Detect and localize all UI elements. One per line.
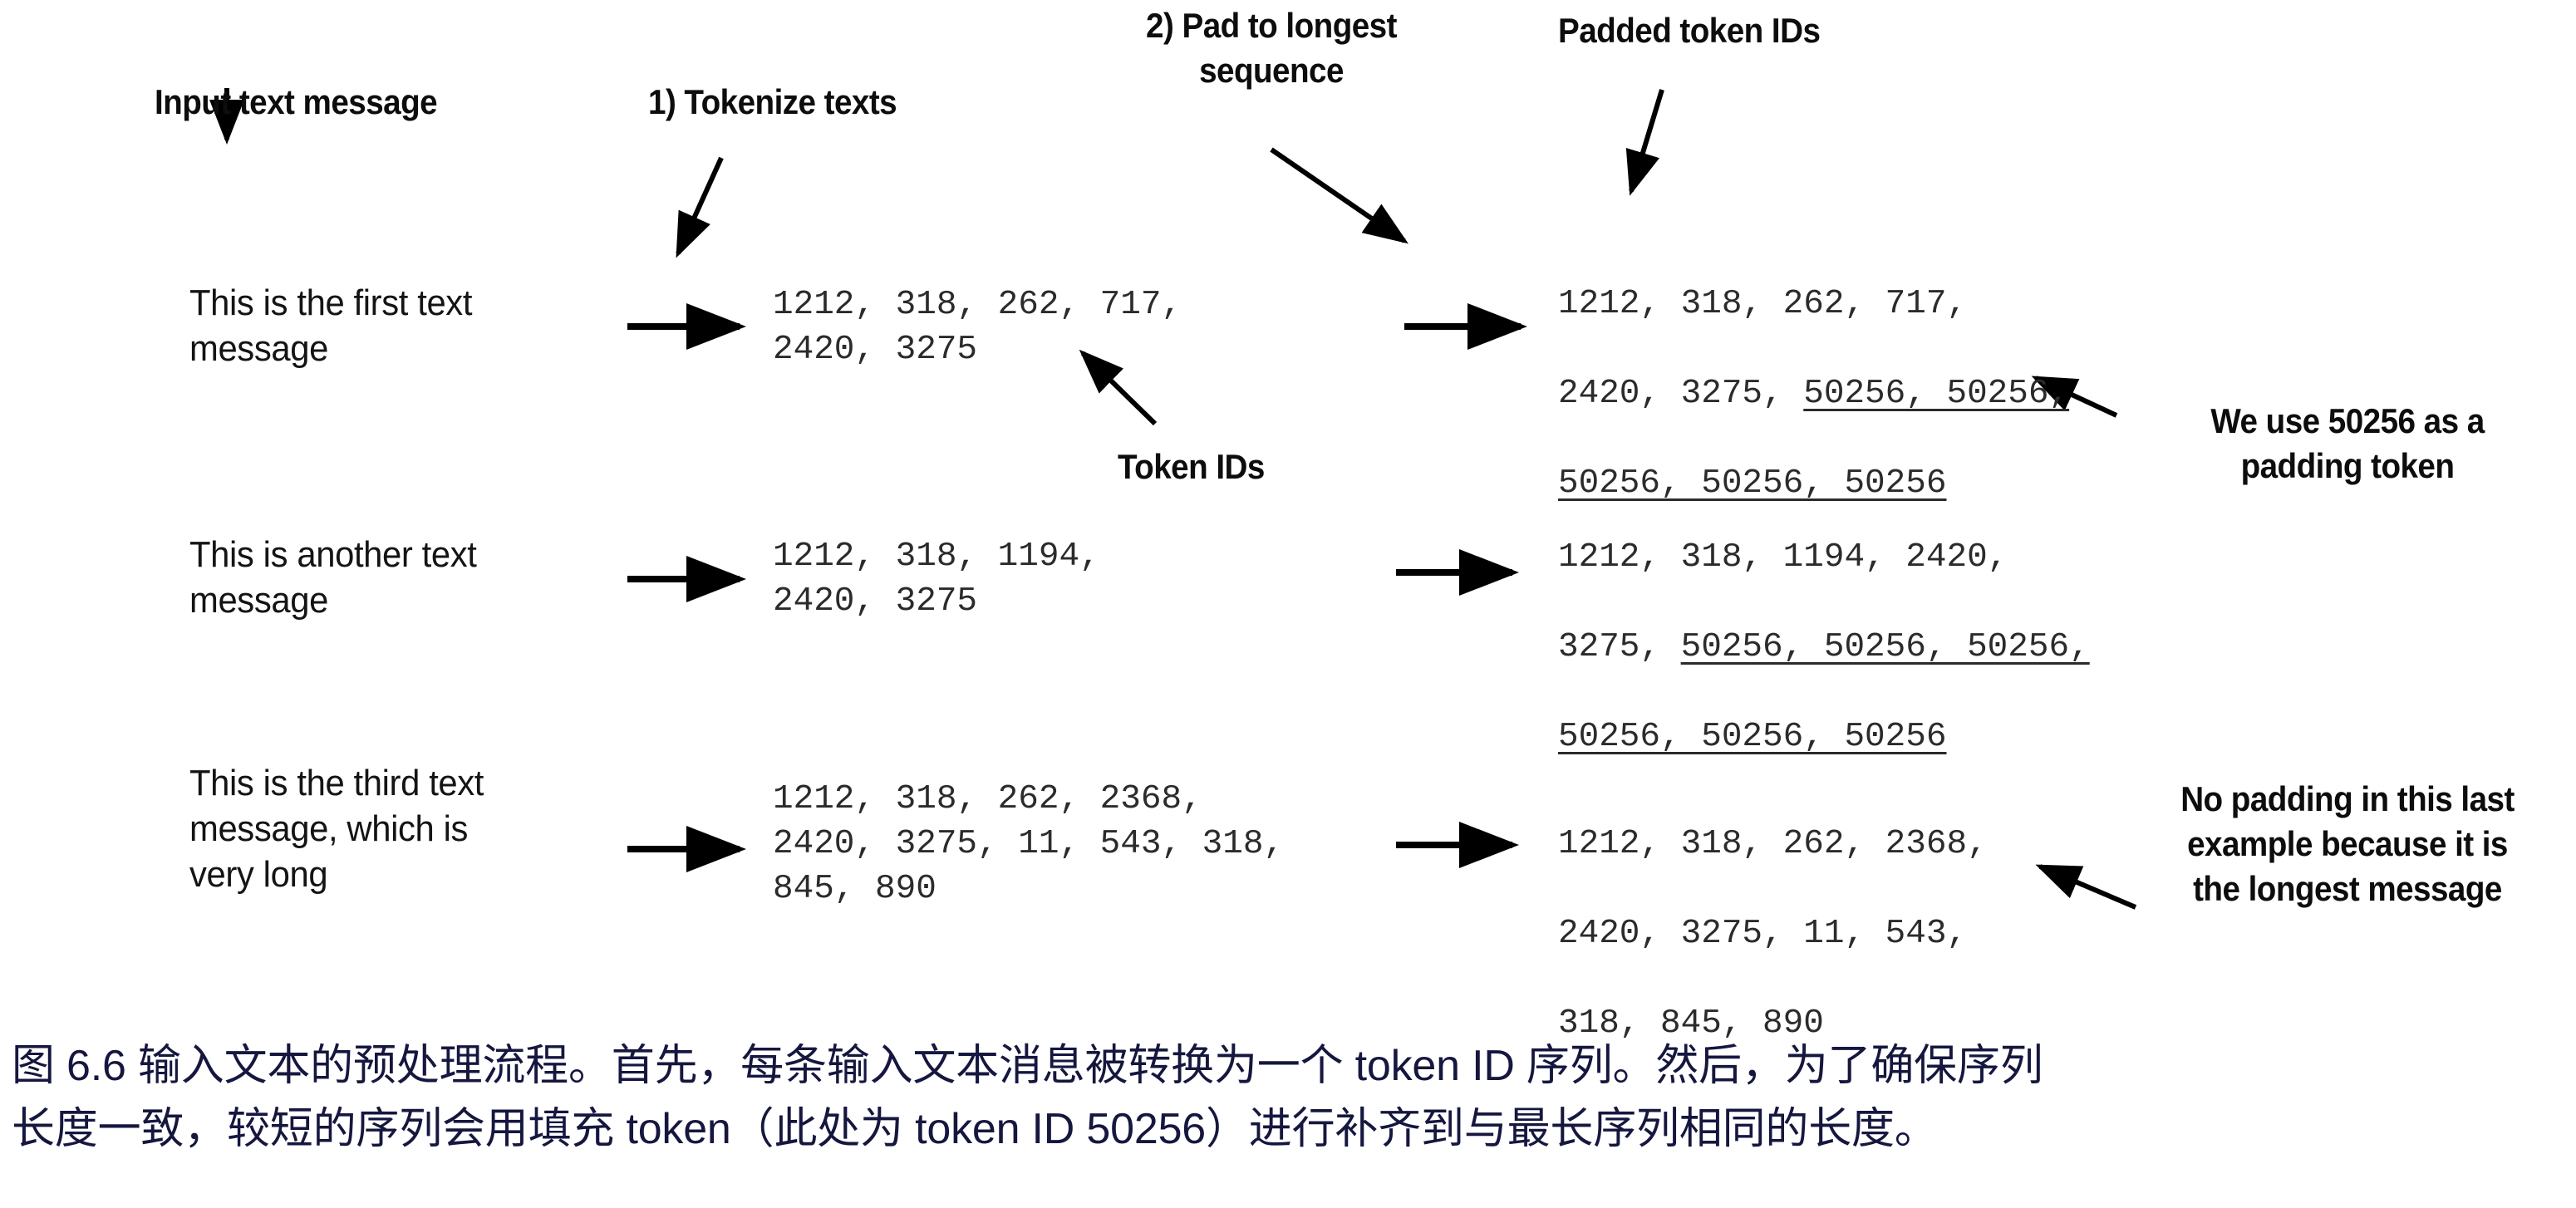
padded-line-1: 1212, 318, 1194, 2420, [1558, 538, 2008, 577]
label-token-ids: Token IDs [1118, 447, 1265, 486]
token-ids-row-3: 1212, 318, 262, 2368, 2420, 3275, 11, 54… [773, 780, 1285, 908]
padded-line-3-pad: 50256, 50256, 50256 [1558, 464, 1947, 503]
padded-line-2-plain: 3275, [1558, 628, 1681, 666]
header-tokenize-texts: 1) Tokenize texts [648, 82, 897, 121]
padded-line-3: 50256, 50256, 50256 [1558, 461, 2069, 506]
token-ids-row-1: 1212, 318, 262, 717, 2420, 3275 [773, 286, 1182, 369]
padded-line-2: 3275, 50256, 50256, 50256, [1558, 625, 2090, 670]
caption-line-2: 长度一致，较短的序列会用填充 token（此处为 token ID 50256）… [12, 1105, 1938, 1153]
padded-line-2-plain: 2420, 3275, [1558, 375, 1804, 413]
figure-caption: 图 6.6 输入文本的预处理流程。首先，每条输入文本消息被转换为一个 token… [12, 1034, 2563, 1161]
arrow-pad-to-longest [1270, 147, 1408, 244]
padded-line-2-pad: 50256, 50256, 50256, [1680, 628, 2090, 666]
padded-line-1: 1212, 318, 262, 2368, [1558, 825, 1988, 863]
header-input-text-message: Input text message [155, 82, 438, 121]
caption-line-1: 图 6.6 输入文本的预处理流程。首先，每条输入文本消息被转换为一个 token… [12, 1042, 2043, 1090]
callout-no-padding-note: No padding in this last example because … [2180, 779, 2515, 908]
arrow-tokenize-texts [676, 156, 724, 258]
padded-token-ids-row-1: 1212, 318, 262, 717, 2420, 3275, 50256, … [1558, 237, 2069, 551]
padded-line-3-pad: 50256, 50256, 50256 [1558, 718, 1947, 756]
header-padded-token-ids: Padded token IDs [1558, 11, 1821, 50]
padded-line-2: 2420, 3275, 50256, 50256, [1558, 371, 2069, 416]
callout-padding-token-note: We use 50256 as a padding token [2210, 401, 2485, 485]
padded-line-2: 2420, 3275, 11, 543, [1558, 915, 1968, 953]
header-pad-to-longest-sequence: 2) Pad to longest sequence [1146, 6, 1397, 90]
arrow-padded-token-ids [1625, 89, 1664, 196]
message-text-row-2: This is another text message [189, 534, 477, 621]
padded-line-3: 50256, 50256, 50256 [1558, 714, 2090, 759]
padded-line-3: 318, 845, 890 [1558, 1004, 1824, 1043]
message-text-row-3: This is the third text message, which is… [189, 763, 484, 895]
padded-token-ids-row-2: 1212, 318, 1194, 2420, 3275, 50256, 5025… [1558, 490, 2090, 804]
padded-token-ids-row-3: 1212, 318, 262, 2368, 2420, 3275, 11, 54… [1558, 777, 1988, 1091]
padded-line-2-pad: 50256, 50256, [1803, 375, 2070, 413]
message-text-row-1: This is the first text message [189, 282, 473, 369]
token-ids-row-2: 1212, 318, 1194, 2420, 3275 [773, 538, 1100, 621]
padded-line-1: 1212, 318, 262, 717, [1558, 285, 1968, 323]
arrow-no-padding-note [2035, 864, 2137, 910]
